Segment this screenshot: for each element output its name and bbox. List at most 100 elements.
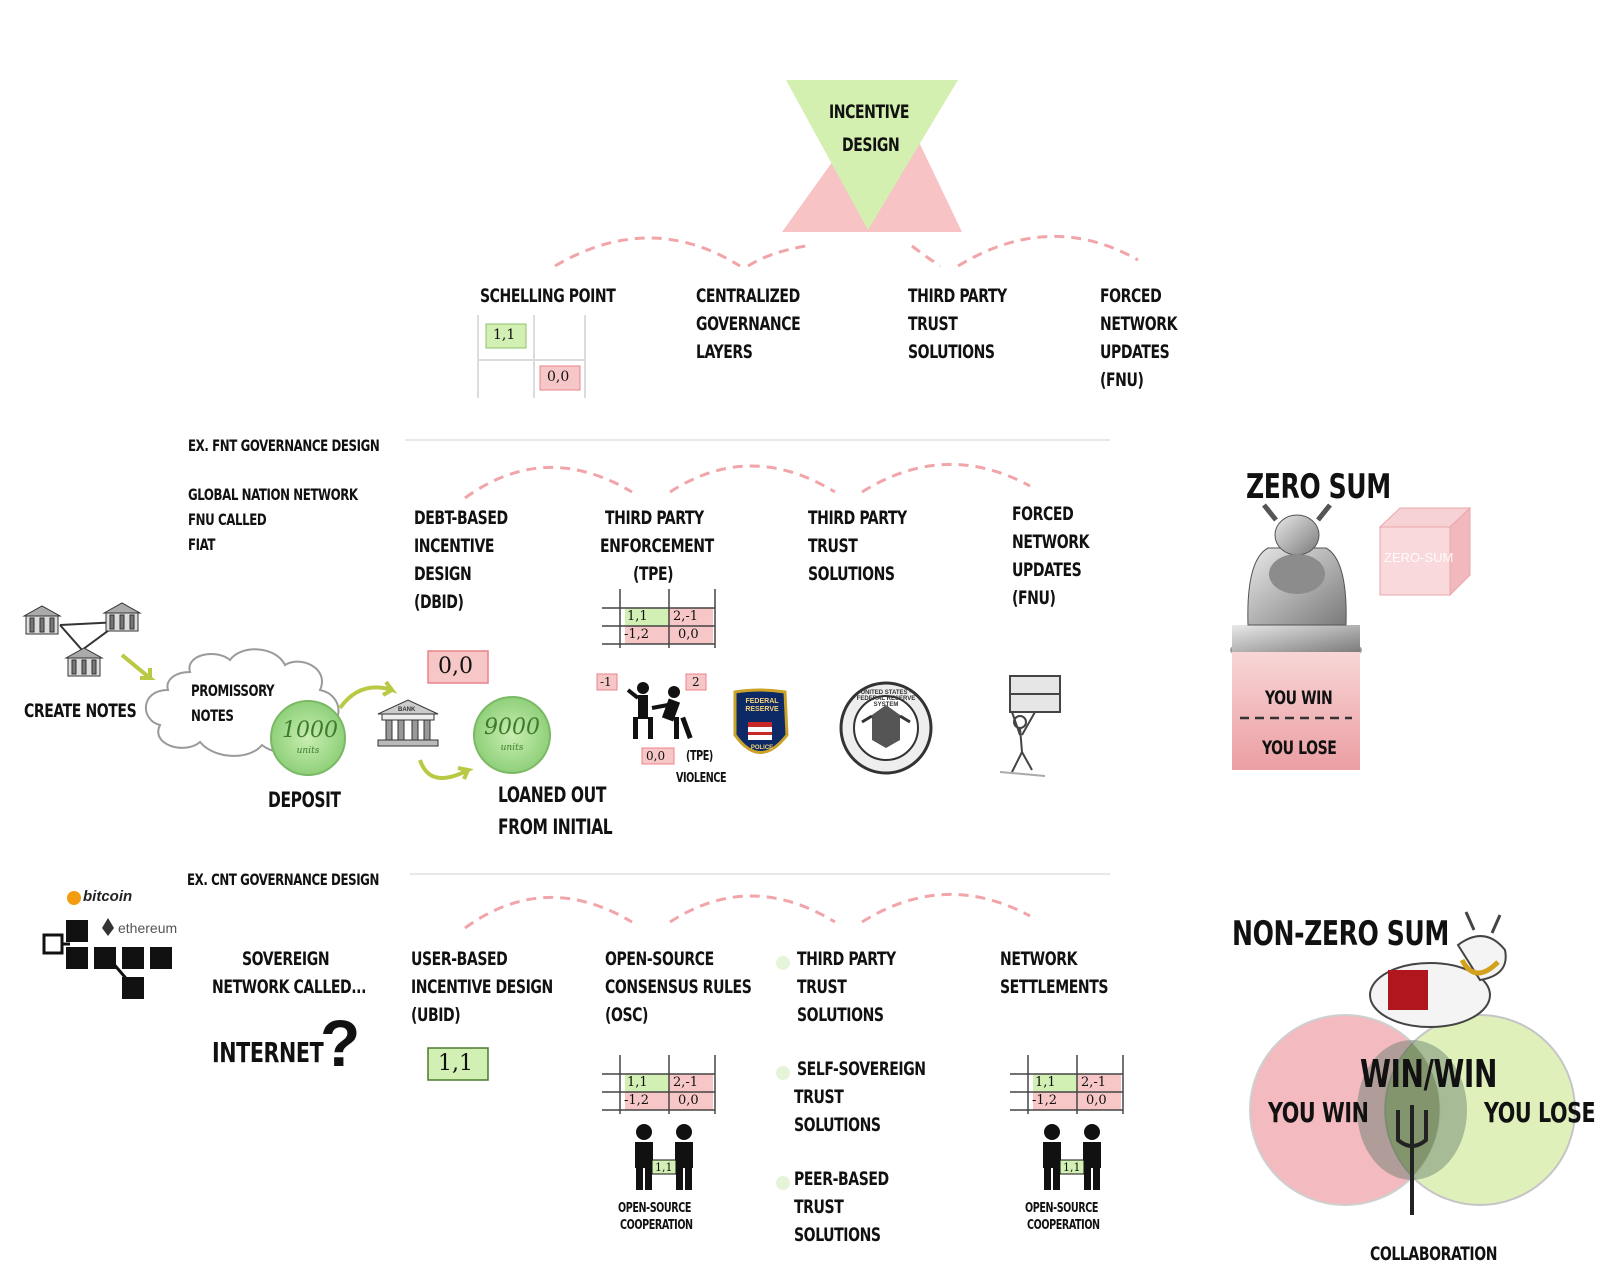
bull-statue-icon: [1230, 503, 1362, 664]
top-item-forced-4: (FNU): [1100, 369, 1144, 391]
top-item-forced-1: FORCED: [1100, 285, 1162, 307]
trust-third-3: SOLUTIONS: [797, 1004, 884, 1026]
coin-9000-value: 9000: [484, 715, 540, 740]
cnt-osc-3: (OSC): [605, 1004, 649, 1026]
promissory-1: PROMISSORY: [191, 681, 275, 700]
trident-icon: [1396, 1105, 1428, 1215]
settlement-cell-1: 1,1: [1035, 1075, 1056, 1090]
coin-9000-unit: units: [500, 743, 524, 753]
badge-line-1: FEDERAL: [745, 698, 779, 705]
coop-cell-settlement: 1,1: [1063, 1161, 1081, 1174]
violence-label: VIOLENCE: [676, 771, 727, 786]
top-arcs: [554, 234, 1139, 268]
arrow-coin-to-bank-icon: [338, 680, 398, 710]
top-item-thirdparty-1: THIRD PARTY: [908, 285, 1007, 307]
tpe-cell-3: -1,2: [624, 627, 650, 642]
fnt-dbid-1: DEBT-BASED: [414, 507, 508, 529]
cooperation-icon-osc: [635, 1124, 693, 1190]
dbid-box: [427, 650, 489, 684]
tpe-pos-box: [685, 673, 707, 691]
sovereign-1: SOVEREIGN: [242, 948, 330, 970]
seal-text: UNITED STATES · FEDERAL RESERVE SYSTEM: [856, 690, 916, 708]
zero-sum-cube-text: ZERO-SUM: [1384, 550, 1454, 565]
question-mark: ?: [320, 1006, 361, 1080]
deposit-label: DEPOSIT: [268, 788, 341, 812]
ubid-box: [427, 1047, 489, 1081]
settlement-cell-3: -1,2: [1032, 1093, 1058, 1108]
coin-9000: [473, 696, 551, 774]
trust-bullets: [776, 956, 790, 1190]
non-zero-sum-title: NON-ZERO SUM: [1232, 914, 1449, 954]
zero-sum-cube: [1378, 506, 1472, 597]
cnt-ubid-2: INCENTIVE DESIGN: [411, 976, 553, 998]
osc-cell-3: -1,2: [624, 1093, 650, 1108]
zero-sum-pillar: [1232, 652, 1360, 770]
create-notes-label: CREATE NOTES: [24, 700, 137, 722]
top-item-forced-2: NETWORK: [1100, 313, 1178, 335]
osc-cell-2: 2,-1: [673, 1075, 699, 1090]
top-item-centralized-3: LAYERS: [696, 341, 753, 363]
arrow-to-cloud-icon: [120, 653, 156, 680]
tpe-neg-value: -1: [600, 675, 612, 689]
bitcoin-label: bitcoin: [83, 888, 133, 905]
settlement-cell-2: 2,-1: [1081, 1075, 1107, 1090]
carrier-sketch-icon: [999, 675, 1061, 777]
fnt-dbid-3: DESIGN: [414, 563, 472, 585]
cnt-ubid-1: USER-BASED: [411, 948, 508, 970]
fnt-tpe-2: ENFORCEMENT: [600, 535, 714, 557]
coop-osc-2: COOPERATION: [620, 1218, 693, 1233]
nandi-bull-icon: [1369, 911, 1507, 1028]
fnt-tpe-3: (TPE): [633, 563, 674, 585]
promissory-2: NOTES: [191, 706, 234, 725]
osc-matrix: [602, 1055, 716, 1114]
tpe-cell-1: 1,1: [627, 609, 648, 624]
settlement-matrix: [1010, 1055, 1124, 1114]
top-item-thirdparty-3: SOLUTIONS: [908, 341, 995, 363]
schelling-cell-lose: 0,0: [547, 369, 570, 385]
federal-reserve-seal-icon: [839, 681, 933, 775]
trust-self-2: TRUST: [794, 1086, 844, 1108]
tpe-pos-value: 2: [692, 675, 700, 689]
trust-third-1: THIRD PARTY: [797, 948, 896, 970]
fnt-tpe-1: THIRD PARTY: [605, 507, 704, 529]
coop-cell-osc: 1,1: [655, 1161, 673, 1174]
top-item-centralized-2: GOVERNANCE: [696, 313, 801, 335]
coop-settlement-2: COOPERATION: [1027, 1218, 1100, 1233]
collaboration-label: COLLABORATION: [1370, 1243, 1498, 1265]
fnt-trust-2: TRUST: [808, 535, 858, 557]
coin-1000: [270, 700, 346, 776]
cnt-header: EX. CNT GOVERNANCE DESIGN: [187, 870, 379, 889]
zero-sum-lose: YOU LOSE: [1262, 737, 1337, 759]
fnt-fnu-1: FORCED: [1012, 503, 1074, 525]
top-item-forced-3: UPDATES: [1100, 341, 1170, 363]
fnt-fnu-2: NETWORK: [1012, 531, 1090, 553]
coin-1000-value: 1000: [282, 718, 338, 743]
fnt-trust-3: SOLUTIONS: [808, 563, 895, 585]
coop-settlement-1: OPEN-SOURCE: [1025, 1201, 1099, 1216]
cnt-osc-2: CONSENSUS RULES: [605, 976, 752, 998]
arrow-bank-to-coin-icon: [418, 759, 474, 780]
tpe-neg-box: [596, 673, 618, 691]
ethereum-icon: [102, 918, 114, 936]
fnt-dbid-4: (DBID): [414, 591, 464, 613]
top-item-schelling: SCHELLING POINT: [480, 285, 616, 307]
fnt-header: EX. FNT GOVERNANCE DESIGN: [188, 436, 380, 455]
fnt-intro-2: FNU CALLED: [188, 510, 267, 529]
tpe-cell-2: 2,-1: [673, 609, 699, 624]
zero-sum-title: ZERO SUM: [1246, 467, 1391, 507]
dbid-box-value: 0,0: [438, 654, 473, 679]
osc-cell-1: 1,1: [627, 1075, 648, 1090]
fnt-intro-1: GLOBAL NATION NETWORK: [188, 485, 358, 504]
violence-icon: [626, 682, 693, 740]
venn-win-win: WIN/WIN: [1360, 1052, 1498, 1096]
bank-icon: [377, 699, 439, 747]
fnt-arcs: [464, 463, 1031, 500]
trust-third-2: TRUST: [797, 976, 847, 998]
fnt-fnu-3: UPDATES: [1012, 559, 1082, 581]
venn-you-lose: YOU LOSE: [1484, 1096, 1596, 1129]
tpe-zero-value: 0,0: [646, 749, 666, 763]
bitcoin-icon: [67, 891, 81, 905]
bank-network-icon: [22, 602, 142, 677]
bank-label: BANK: [398, 707, 416, 713]
